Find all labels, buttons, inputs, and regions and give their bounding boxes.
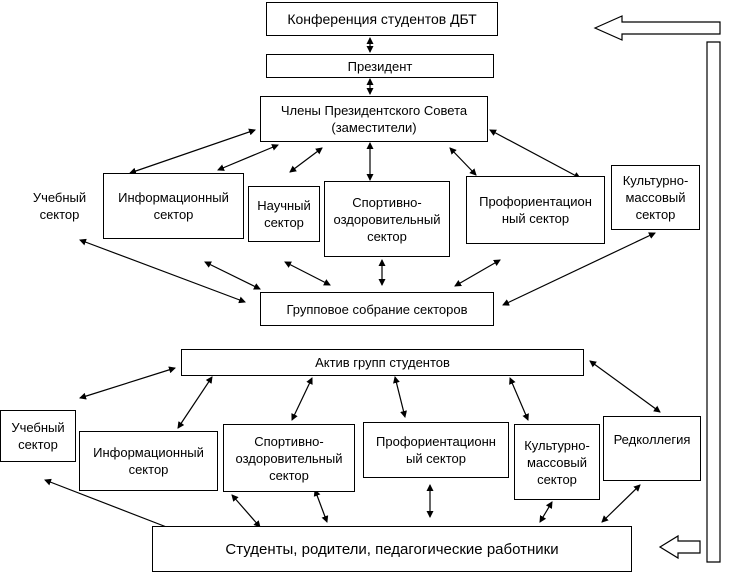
arrow-inform-meeting xyxy=(204,261,261,290)
arrow-proforient-meeting xyxy=(454,259,501,287)
arrow-uchebny-meeting xyxy=(79,238,246,304)
group-sector-redkol: Редколлегия xyxy=(603,416,701,481)
arrow-redkol-bottom xyxy=(601,484,641,523)
arrow-activists-inform xyxy=(177,376,213,429)
group-meeting-box: Групповое собрание секторов xyxy=(260,292,494,326)
conference-box: Конференция студентов ДБТ xyxy=(266,2,498,36)
arrow-nauchny-meeting xyxy=(284,261,331,286)
council-box: Члены Президентского Совета (заместители… xyxy=(260,96,488,142)
council-sector-inform: Информационный сектор xyxy=(103,173,244,239)
arrow-activists-kultura xyxy=(509,377,529,421)
arrow-sport-bottom xyxy=(313,489,329,523)
council-sector-kultura: Культурно- массовый сектор xyxy=(611,165,700,230)
arrow-activists-uchebny xyxy=(79,366,176,400)
group-activists-box: Актив групп студентов xyxy=(181,349,584,376)
group-sector-proforient: Профориентационн ый сектор xyxy=(363,422,509,478)
arrow-kultura-meeting xyxy=(502,232,656,306)
group-sector-inform: Информационный сектор xyxy=(79,431,218,491)
arrow-inform-bottom xyxy=(231,494,261,528)
arrow-activists-proforient xyxy=(393,376,407,418)
arrow-kultura-bottom xyxy=(539,501,553,523)
group-sector-kultura: Культурно- массовый сектор xyxy=(514,424,600,500)
council-sector-nauchny: Научный сектор xyxy=(248,186,320,242)
arrow-council-uchebny xyxy=(129,128,256,175)
council-sector-proforient: Профориентацион ный сектор xyxy=(466,176,605,244)
bottom-hollow-arrow-icon xyxy=(658,534,701,560)
council-sector-uchebny: Учебный сектор xyxy=(12,181,107,230)
top-hollow-arrow-icon xyxy=(593,15,721,41)
arrow-uchebny-bottom xyxy=(44,478,183,535)
president-box: Президент xyxy=(266,54,494,78)
group-sector-uchebny: Учебный сектор xyxy=(0,410,76,462)
group-sector-sport: Спортивно- оздоровительный сектор xyxy=(223,424,355,492)
arrow-council-kultura xyxy=(489,129,581,179)
bottom-box: Студенты, родители, педагогические работ… xyxy=(152,526,632,572)
arrow-council-nauchny xyxy=(289,147,323,173)
arrow-council-inform xyxy=(217,144,279,171)
arrow-council-proforient xyxy=(449,147,477,176)
arrow-activists-redkol xyxy=(589,360,661,413)
council-sector-sport: Спортивно- оздоровительный сектор xyxy=(324,181,450,257)
feedback-path xyxy=(706,41,721,563)
arrow-activists-sport xyxy=(291,377,313,421)
